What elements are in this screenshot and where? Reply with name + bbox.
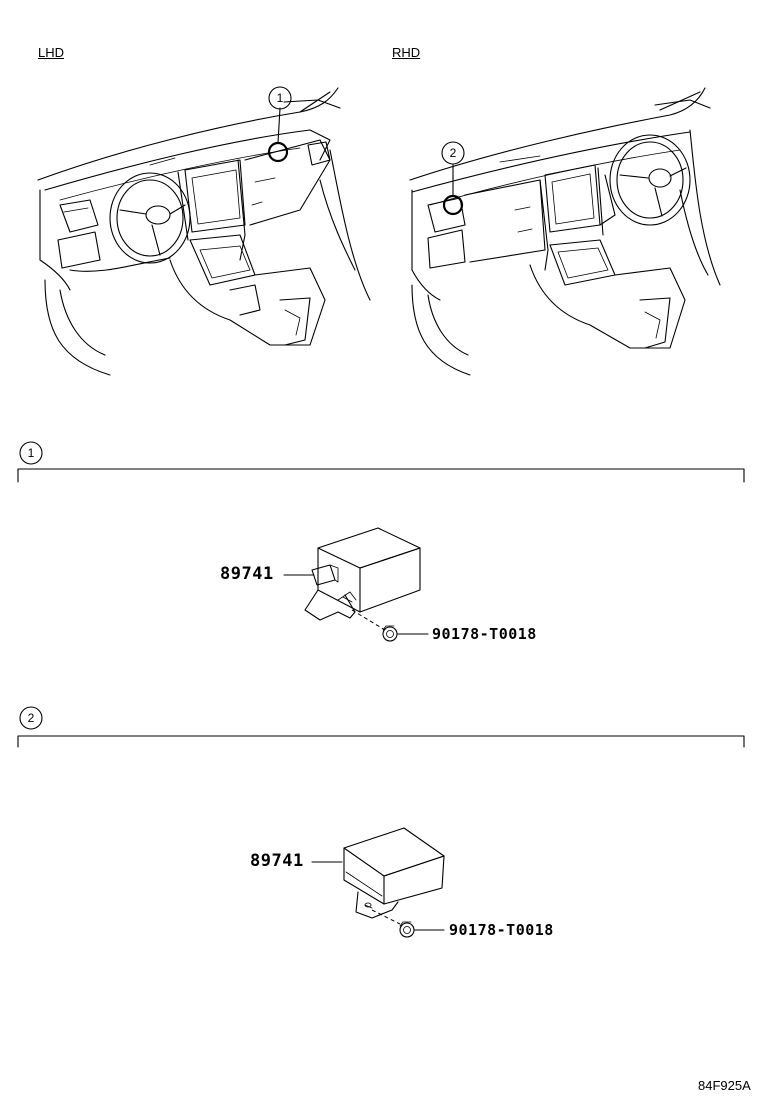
section-2-frame: 2 — [17, 706, 745, 748]
section-1-callout: 1 — [28, 446, 35, 460]
section-2-control-unit — [311, 827, 445, 938]
section-2-bolt-number[interactable]: 90178-T0018 — [449, 921, 554, 939]
section-1-control-unit — [283, 527, 429, 642]
lhd-dashboard-illustration: 1 — [37, 86, 371, 376]
diagram-code: 84F925A — [698, 1078, 751, 1093]
rhd-dashboard-illustration: 2 — [409, 87, 721, 376]
section-2-part-number[interactable]: 89741 — [250, 851, 304, 871]
section-2-callout: 2 — [28, 711, 35, 725]
lhd-label: LHD — [38, 45, 65, 60]
section-1-part-number[interactable]: 89741 — [220, 564, 274, 584]
lhd-callout-number: 1 — [277, 91, 284, 105]
rhd-label: RHD — [392, 45, 421, 60]
section-1-bolt-number[interactable]: 90178-T0018 — [432, 625, 537, 643]
rhd-callout-number: 2 — [450, 146, 457, 160]
section-1-frame: 1 — [17, 441, 745, 483]
